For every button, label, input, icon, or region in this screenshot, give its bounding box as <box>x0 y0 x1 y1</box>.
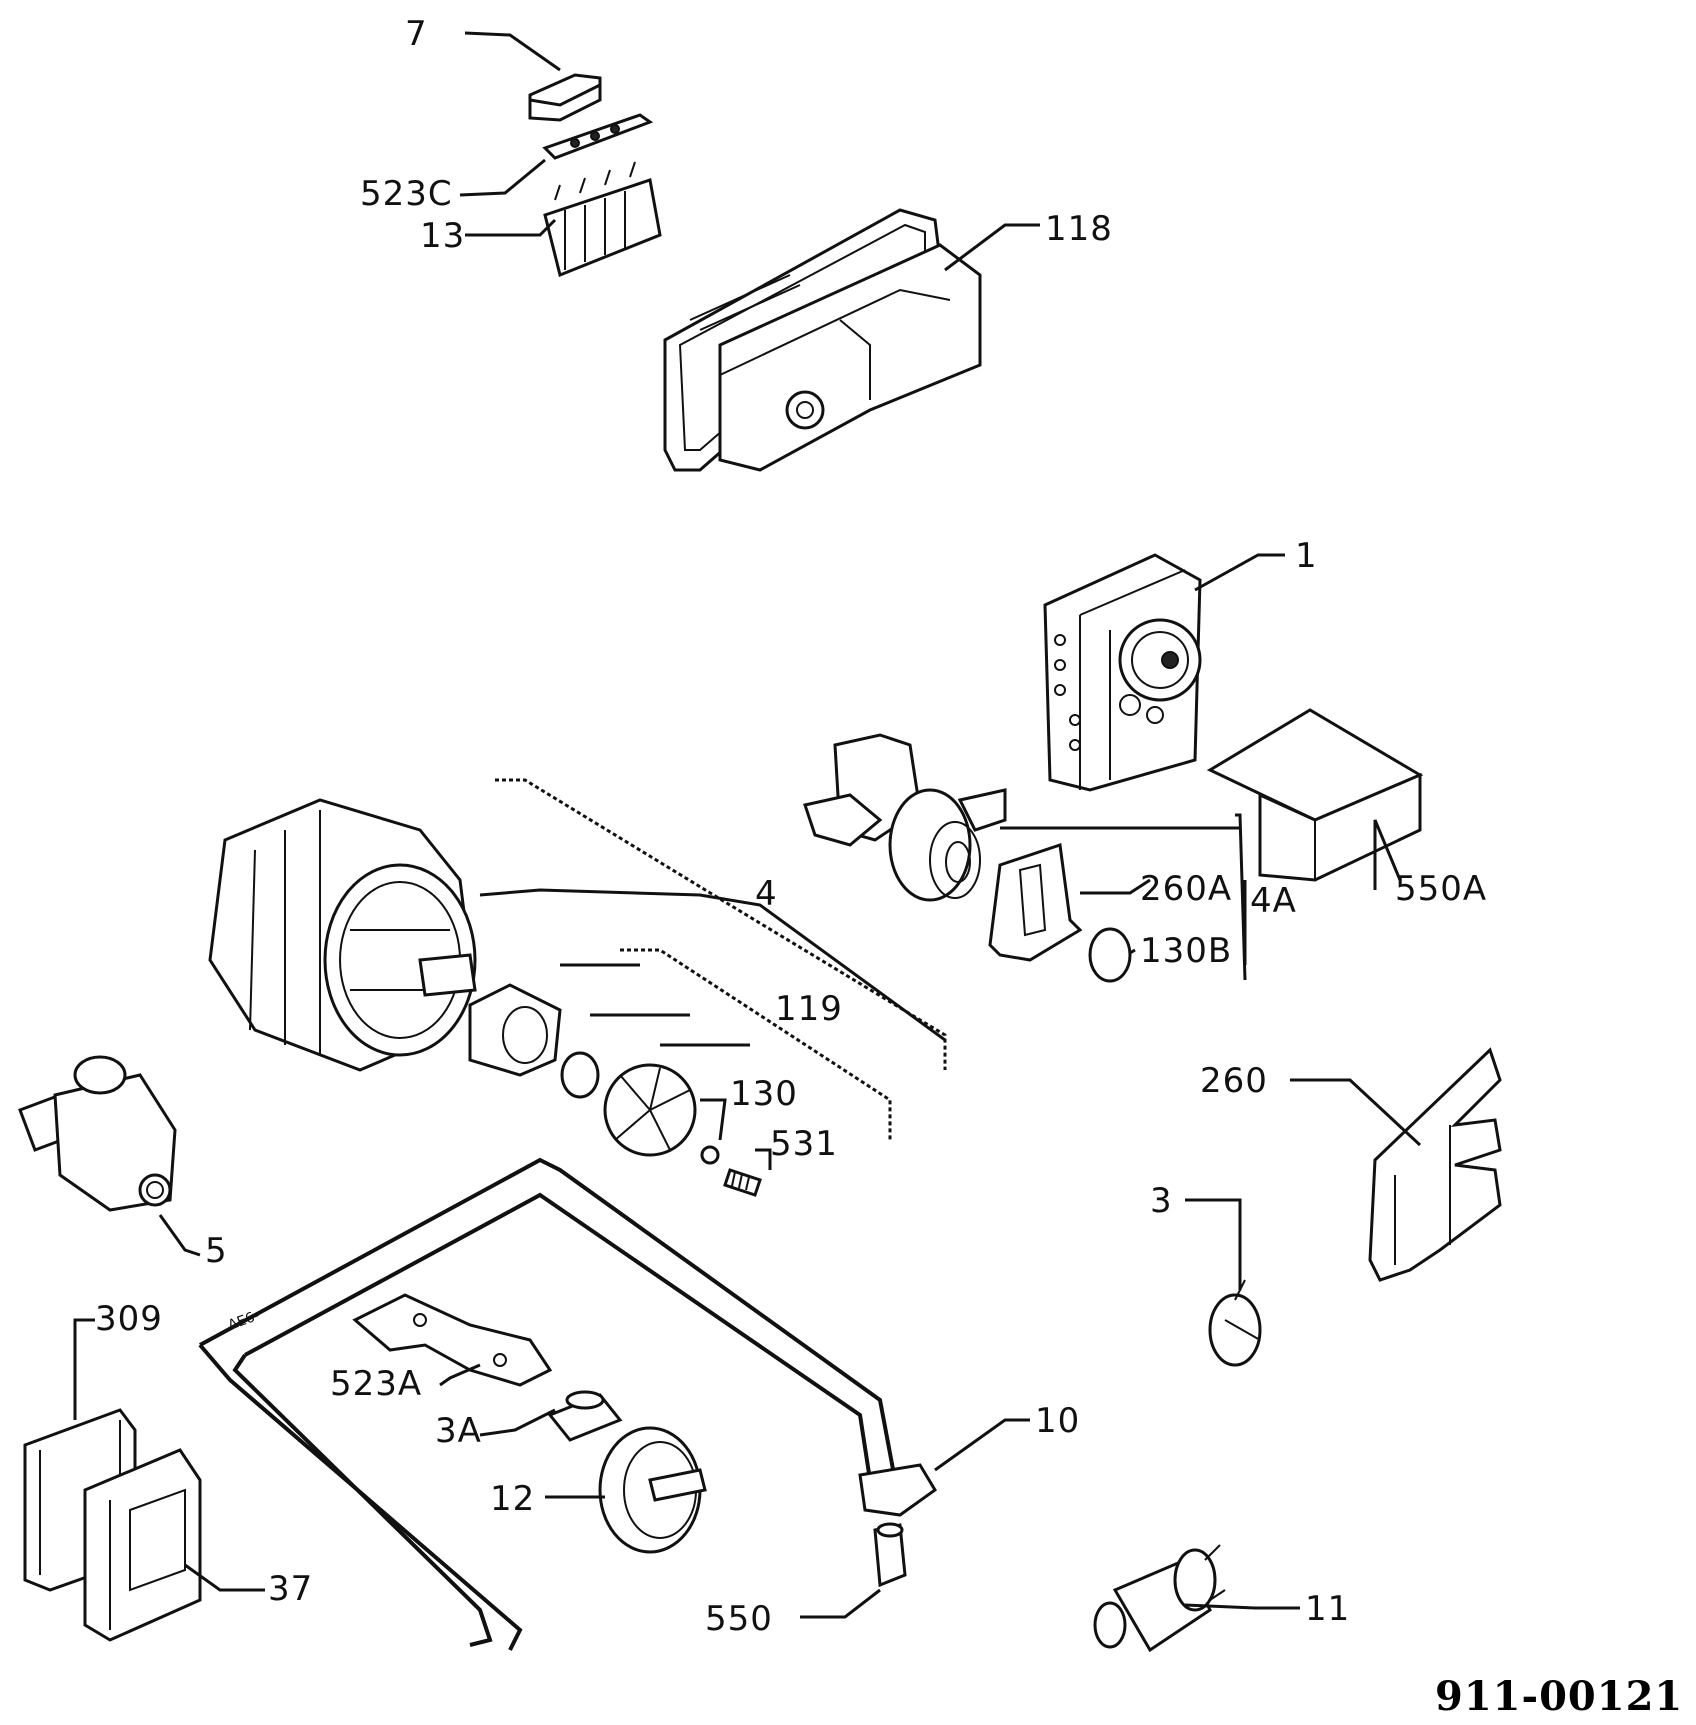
label-550a: 550A <box>1395 869 1487 909</box>
label-531: 531 <box>770 1124 838 1164</box>
part-12-pressure-switch <box>598 1426 707 1554</box>
part-4a-pump <box>803 733 1007 902</box>
label-12: 12 <box>490 1479 535 1519</box>
label-523a: 523A <box>330 1364 422 1404</box>
part-4-motor <box>208 798 477 1072</box>
part-impeller <box>603 1063 697 1157</box>
label-118: 118 <box>1045 209 1113 249</box>
part-260-bracket <box>1368 1047 1502 1282</box>
label-7: 7 <box>405 14 428 54</box>
part-550a-box <box>1206 708 1424 882</box>
part-3-thermostat <box>1208 1279 1262 1367</box>
part-37-holder <box>83 1448 202 1642</box>
label-130b: 130B <box>1140 931 1232 971</box>
label-3a: 3A <box>435 1411 482 1451</box>
drawing-code: 911-00121 <box>1435 1673 1683 1720</box>
part-1-timer <box>1043 553 1202 792</box>
label-3: 3 <box>1150 1181 1173 1221</box>
leader-lines <box>73 31 1422 1619</box>
label-11: 11 <box>1305 1589 1350 1629</box>
part-531-screw <box>723 1168 762 1197</box>
label-4: 4 <box>755 874 778 914</box>
part-3a-thermostat <box>547 1390 623 1442</box>
part-118-dispenser <box>663 208 982 472</box>
label-37: 37 <box>268 1569 313 1609</box>
label-5: 5 <box>205 1231 228 1271</box>
label-4a: 4A <box>1250 881 1297 921</box>
label-1: 1 <box>1295 536 1318 576</box>
part-523a-plate <box>352 1293 553 1387</box>
part-5-valve <box>18 1055 177 1212</box>
label-130: 130 <box>730 1074 798 1114</box>
label-309: 309 <box>95 1299 163 1339</box>
part-523c-contact-strip <box>542 113 654 160</box>
heater-marking: ΔE6- <box>226 1308 262 1334</box>
callout-labels: 7 523C 13 118 1 4 119 260A 4A 550A 130B … <box>95 14 1487 1639</box>
label-260: 260 <box>1200 1061 1268 1101</box>
part-11-capacitor <box>1093 1544 1226 1653</box>
part-13-switch-block <box>543 161 662 278</box>
part-130-ring <box>700 1145 720 1165</box>
part-130b-ring <box>1088 927 1132 983</box>
label-119: 119 <box>775 989 843 1029</box>
part-260a-bracket <box>988 843 1083 962</box>
part-119-seal-holder <box>468 983 600 1099</box>
label-523c: 523C <box>360 174 453 214</box>
part-7-switch-cap <box>528 73 602 122</box>
label-10: 10 <box>1035 1401 1080 1441</box>
part-550-fitting <box>873 1522 907 1588</box>
label-13: 13 <box>420 216 465 256</box>
label-260a: 260A <box>1140 869 1232 909</box>
label-550: 550 <box>705 1599 773 1639</box>
